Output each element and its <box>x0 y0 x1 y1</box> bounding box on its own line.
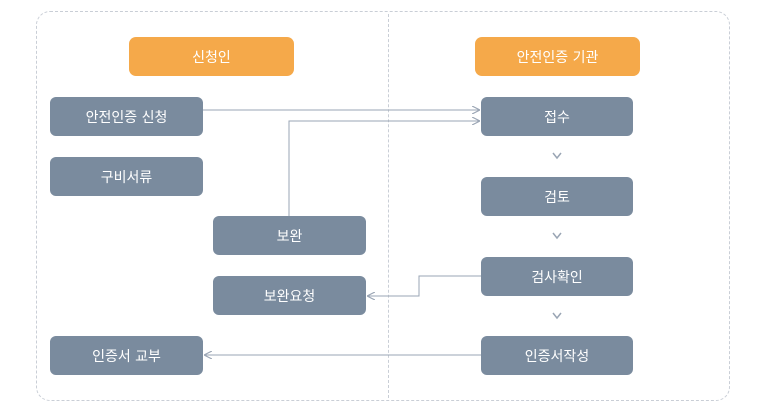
agency-header-label: 안전인증 기관 <box>516 49 599 66</box>
column-divider <box>388 14 389 398</box>
certificate-issue-box: 인증서 교부 <box>50 336 203 375</box>
chevron-down-icon <box>552 232 562 240</box>
receipt-box: 접수 <box>481 97 633 136</box>
receipt-label: 접수 <box>544 109 570 126</box>
chevron-down-icon <box>552 152 562 160</box>
certificate-issue-label: 인증서 교부 <box>92 348 161 365</box>
apply-label: 안전인증 신청 <box>85 109 168 126</box>
applicant-header: 신청인 <box>129 37 294 76</box>
applicant-header-label: 신청인 <box>192 49 231 66</box>
certificate-writing-label: 인증서작성 <box>524 348 590 365</box>
chevron-down-icon <box>552 312 562 320</box>
review-label: 검토 <box>544 189 570 206</box>
supplement-request-label: 보완요청 <box>263 288 316 305</box>
supplement-label: 보완 <box>276 228 303 245</box>
agency-header: 안전인증 기관 <box>475 37 640 76</box>
arrow-inspection-to-supplement-request <box>368 275 481 296</box>
apply-box: 안전인증 신청 <box>50 97 203 136</box>
documents-box: 구비서류 <box>50 157 203 196</box>
certificate-writing-box: 인증서작성 <box>481 336 633 375</box>
documents-label: 구비서류 <box>100 169 153 186</box>
review-box: 검토 <box>481 177 633 216</box>
supplement-request-box: 보완요청 <box>213 276 366 315</box>
arrow-supplement-to-receipt <box>288 121 479 216</box>
supplement-box: 보완 <box>213 216 366 255</box>
inspection-box: 검사확인 <box>481 257 633 296</box>
inspection-label: 검사확인 <box>531 269 583 286</box>
